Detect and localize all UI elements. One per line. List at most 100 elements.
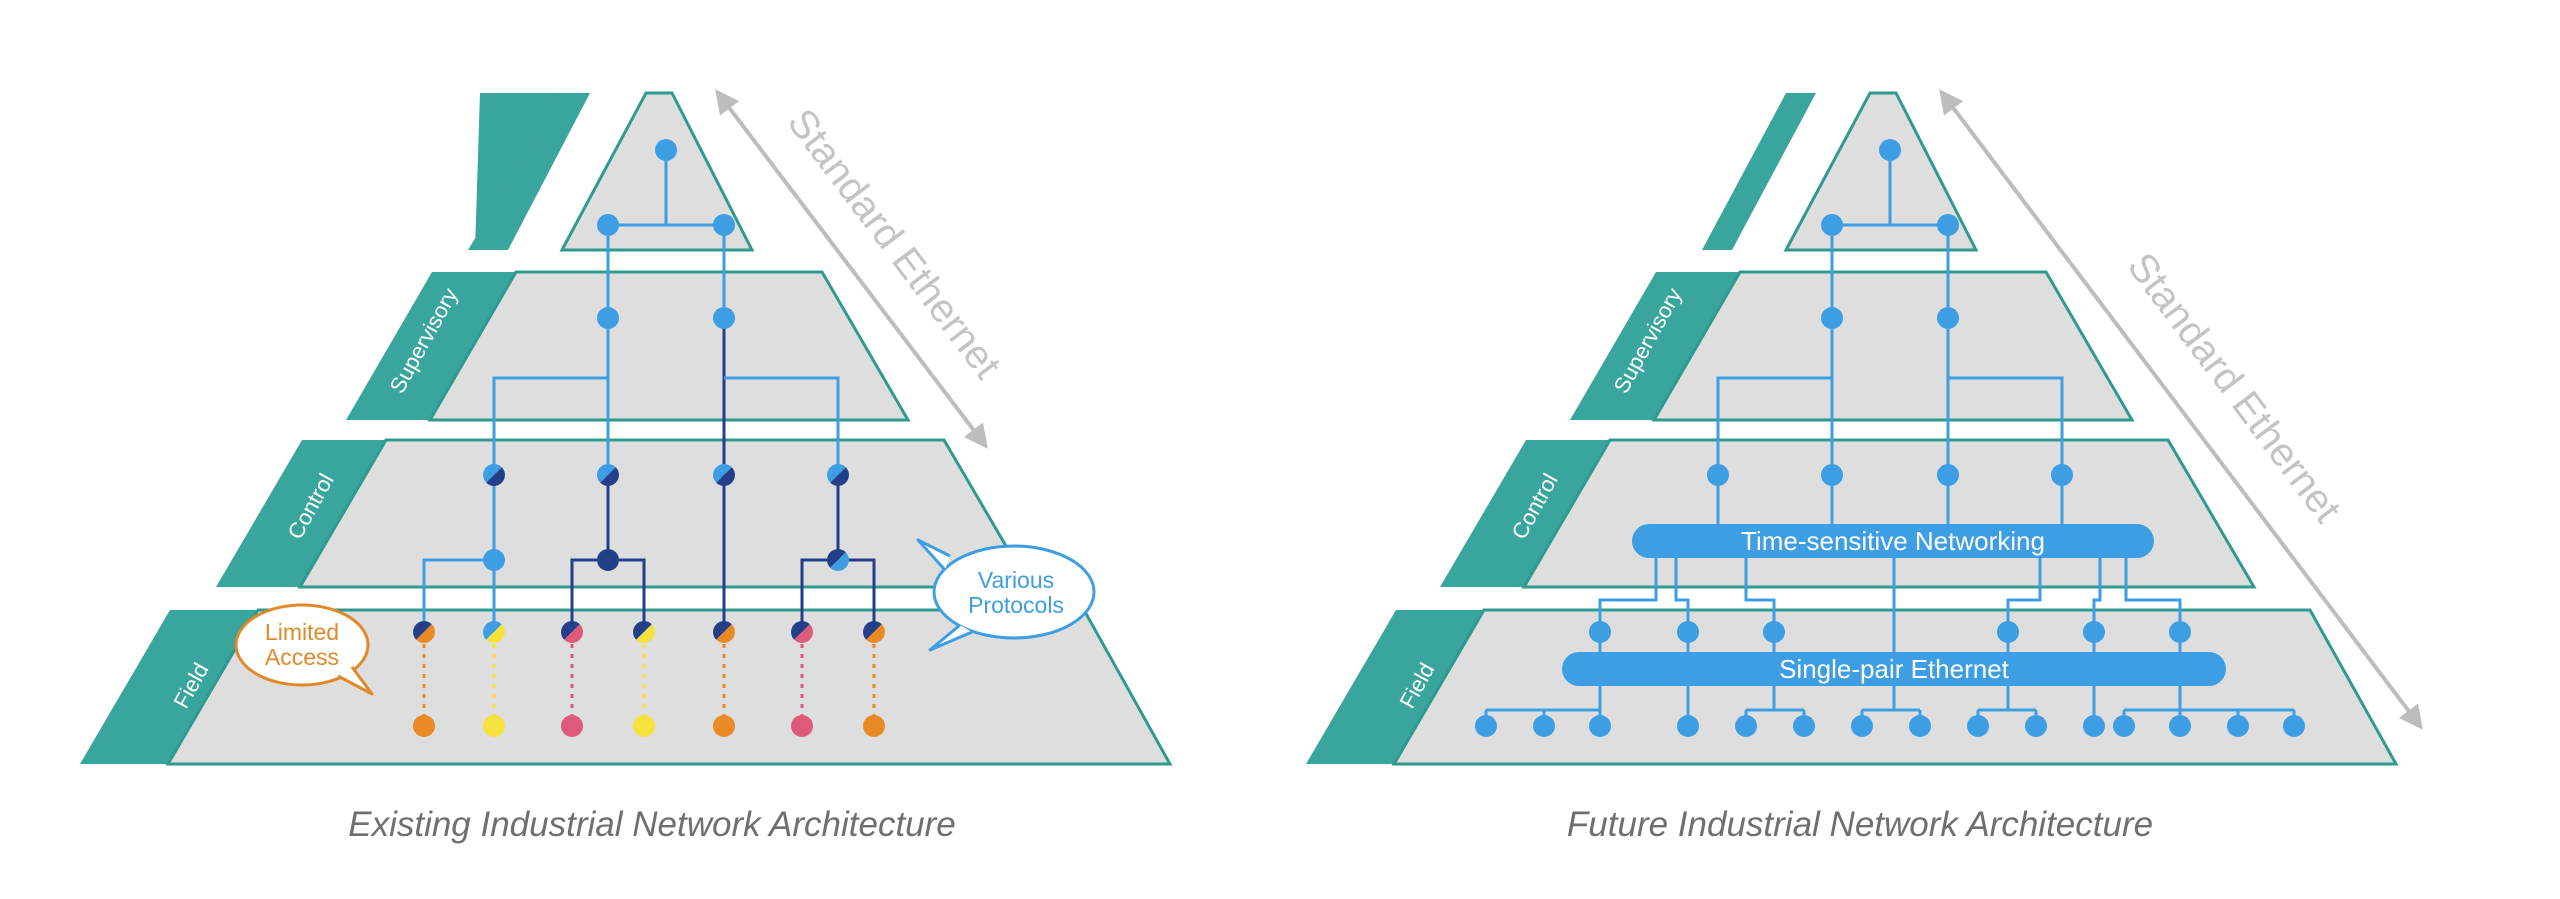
network-node <box>827 549 849 571</box>
tier-tab <box>80 610 262 764</box>
field-switch-node <box>2083 621 2105 643</box>
network-node <box>597 464 619 486</box>
tier-panel <box>297 438 1033 589</box>
tier-panel <box>1783 91 1979 252</box>
spe-device-node <box>2283 715 2305 737</box>
various-protocols-line2: Protocols <box>968 592 1064 618</box>
spe-device-node <box>2227 715 2249 737</box>
device-node <box>791 715 813 737</box>
management-node <box>1879 139 1901 161</box>
tsn-label: Time-sensitive Networking <box>1741 526 2045 556</box>
spe-device-node <box>1677 715 1699 737</box>
network-node <box>1937 307 1959 329</box>
spe-device-node <box>1589 715 1611 737</box>
device-node <box>863 715 885 737</box>
various-protocols-bubble <box>932 544 1096 640</box>
various-protocols-tail-top <box>916 538 951 572</box>
limited-access-tail <box>337 666 374 696</box>
field-switch-node <box>1763 621 1785 643</box>
control-node <box>2051 464 2073 486</box>
tier-panel <box>1651 270 2135 422</box>
tier-supervisory: Supervisory <box>1570 270 2135 422</box>
field-node <box>483 621 505 643</box>
future-caption: Future Industrial Network Architecture <box>1567 805 2153 844</box>
existing-caption: Existing Industrial Network Architecture <box>348 805 956 844</box>
field-node <box>413 621 435 643</box>
field-switch-node <box>1677 621 1699 643</box>
tier-tab <box>1306 610 1488 764</box>
network-node <box>827 464 849 486</box>
network-node <box>597 307 619 329</box>
device-node <box>713 715 735 737</box>
tier-tab <box>476 93 590 250</box>
network-node <box>483 549 505 571</box>
various-protocols-line1: Various <box>978 567 1054 593</box>
spe-device-node <box>2169 715 2191 737</box>
link <box>1744 558 1776 632</box>
existing-links <box>422 150 876 726</box>
network-node <box>1821 307 1843 329</box>
network-node <box>1821 214 1843 236</box>
tier-tab <box>346 272 524 420</box>
tier-panel <box>1521 438 2257 589</box>
limited-access-callout: Limited Access <box>234 603 374 696</box>
spe-device-node <box>1967 715 1989 737</box>
field-switch-node <box>2169 621 2191 643</box>
link <box>492 376 608 475</box>
network-node <box>713 214 735 236</box>
link <box>1598 558 1658 632</box>
tier-supervisory: Supervisory <box>346 270 911 422</box>
network-node <box>597 549 619 571</box>
device-node <box>483 715 505 737</box>
field-node <box>791 621 813 643</box>
network-node <box>597 214 619 236</box>
tier-field: Field <box>1306 608 2399 766</box>
tier-control: Control <box>216 438 1033 589</box>
tier-control: Control <box>1440 438 2257 589</box>
spe-device-node <box>2083 715 2105 737</box>
spe-device-node <box>1793 715 1815 737</box>
spe-device-node <box>1735 715 1757 737</box>
management-node <box>655 139 677 161</box>
network-node <box>1937 214 1959 236</box>
field-node <box>863 621 885 643</box>
spe-device-node <box>1909 715 1931 737</box>
future-architecture: Management Supervisory Control Field Tim… <box>1306 89 2423 844</box>
device-node <box>561 715 583 737</box>
tier-tab <box>216 440 394 587</box>
link <box>422 558 496 632</box>
control-node <box>1937 464 1959 486</box>
spe-device-node <box>1533 715 1555 737</box>
spe-device-node <box>2025 715 2047 737</box>
tier-panel <box>559 91 755 252</box>
tier-management: Management <box>468 91 755 252</box>
link <box>1674 558 1690 632</box>
device-node <box>633 715 655 737</box>
standard-ethernet-arrow <box>715 89 988 449</box>
spe-label: Single-pair Ethernet <box>1779 654 2010 684</box>
control-node <box>1821 464 1843 486</box>
field-switch-node <box>1997 621 2019 643</box>
tier-tab <box>1440 440 1618 587</box>
control-node <box>1707 464 1729 486</box>
existing-architecture: Management Supervisory Control Field Sta… <box>80 89 1173 844</box>
limited-access-bubble <box>234 603 370 687</box>
device-node <box>413 715 435 737</box>
network-node <box>713 307 735 329</box>
standard-ethernet-arrow <box>1939 89 2423 730</box>
limited-access-line1: Limited <box>265 619 339 645</box>
various-protocols-callout: Various Protocols <box>916 538 1096 652</box>
field-switch-node <box>1589 621 1611 643</box>
network-node <box>483 464 505 486</box>
tier-tab <box>1570 272 1748 420</box>
tier-panel <box>427 270 911 422</box>
spe-device-node <box>1475 715 1497 737</box>
network-node <box>713 464 735 486</box>
spe-device-node <box>2113 715 2135 737</box>
existing-nodes <box>413 139 885 737</box>
tier-tab <box>1702 93 1816 250</box>
field-node <box>633 621 655 643</box>
field-node <box>561 621 583 643</box>
